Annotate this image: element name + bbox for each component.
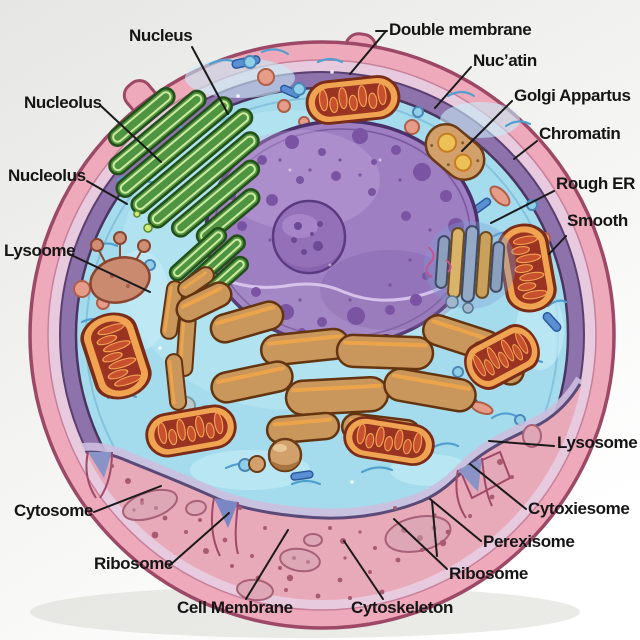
label-ribosome-left: Ribosome [94,554,173,573]
leader-lysosome-right [488,440,555,447]
label-golgi-appartus: Golgi Appartus [514,86,631,105]
leader-smooth [548,235,567,255]
label-lysoome: Lysoome [4,241,76,260]
nucleolus [271,199,347,275]
label-lysosome-right: Lysosome [557,433,638,452]
label-rough-er: Rough ER [556,174,635,193]
leader-cytoskeleton [343,540,384,600]
label-nucleolus-lower: Nucleolus [8,166,86,185]
label-perexisome: Perexisome [483,532,575,551]
leader-nucatin [434,66,472,109]
nucleus [204,119,480,357]
label-nucleolus-upper: Nucleolus [24,93,102,112]
leader-nucleus [191,46,229,115]
leader-cytosome [93,485,162,513]
golgi-apparatus [424,221,516,314]
leader-lines [68,30,567,600]
leader-nucleolus-lower [86,180,128,205]
leader-ribosome-left [168,512,230,567]
leader-cytoxiesome [469,463,527,510]
leader-perexisome [429,498,482,542]
label-nucleus: Nucleus [129,26,193,45]
leader-stray [431,500,438,557]
leader-ribosome-right [393,518,448,570]
leader-cell-membrane [245,529,289,600]
leader-lysoome [68,253,151,293]
label-cell-membrane: Cell Membrane [177,598,293,617]
leader-double-membrane [349,30,387,75]
label-double-membrane: Double membrane [389,20,532,39]
label-cytosome: Cytosome [14,501,93,520]
leader-nucleolus-upper [100,105,162,163]
centrosome-blob [89,231,151,304]
tan-vesicle [248,437,303,473]
label-cytoskeleton: Cytoskeleton [351,598,453,617]
label-ribosome-right: Ribosome [449,564,528,583]
tan-spotted-organelle [424,123,486,181]
label-smooth: Smooth [567,211,628,230]
label-cytoxiesome: Cytoxiesome [528,499,630,518]
leader-rough-er [490,190,555,224]
leader-chromatin [513,140,538,160]
label-nucatin: Nucʼatin [473,51,537,70]
label-chromatin: Chromatin [539,124,621,143]
leader-golgi-appartus [461,100,513,152]
